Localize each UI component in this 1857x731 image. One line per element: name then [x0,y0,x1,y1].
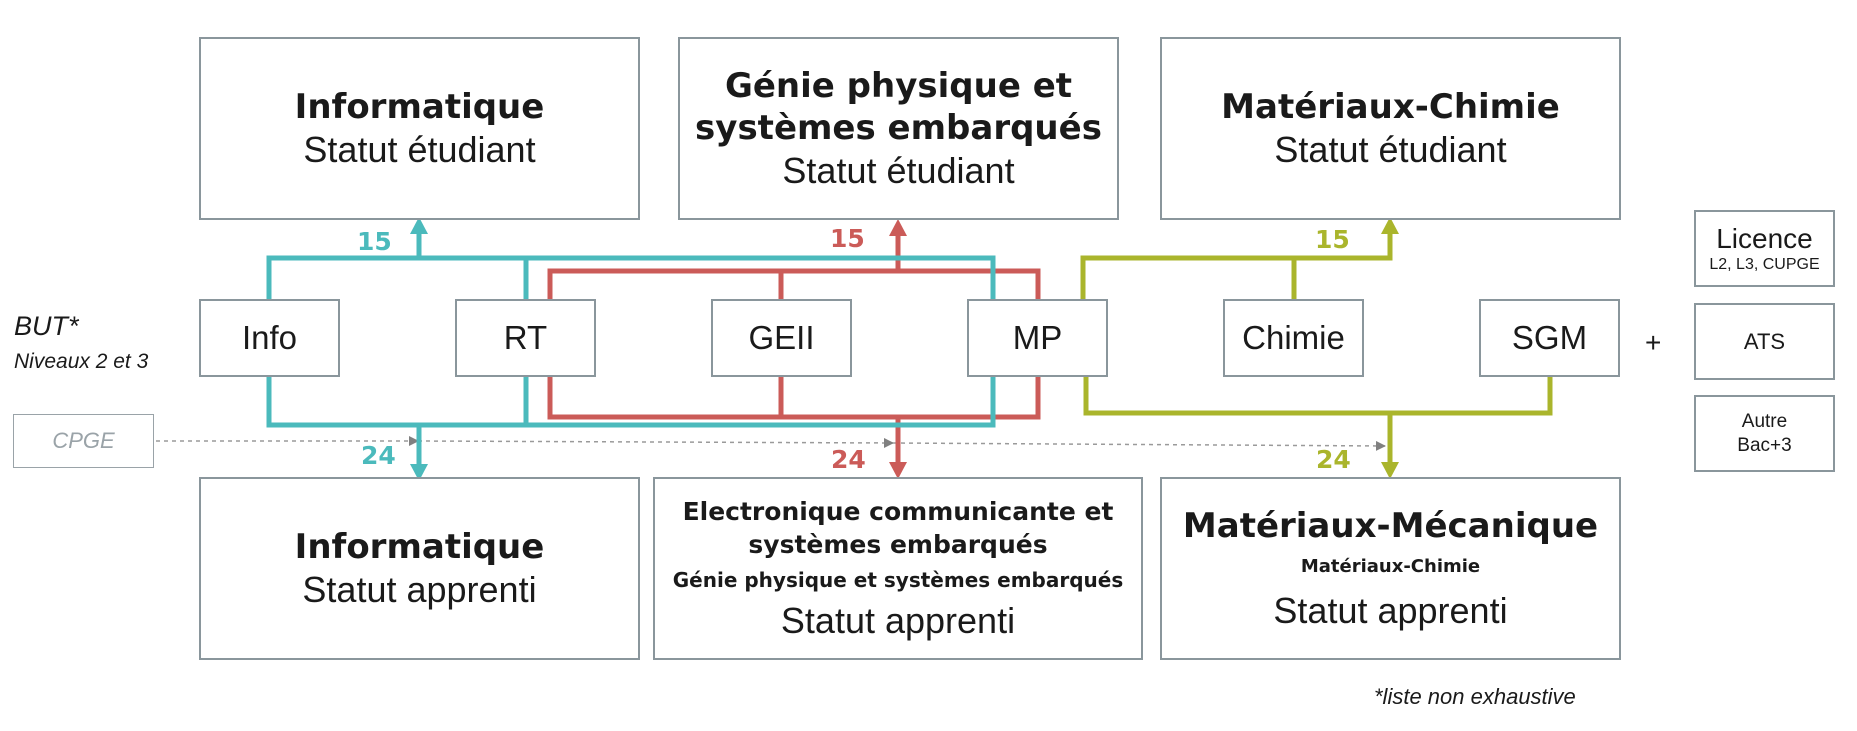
top-materiaux-title: Matériaux-Chimie [1221,86,1560,127]
licence-label: Licence [1716,222,1813,254]
bottom-electronique-statut: Statut apprenti [780,599,1016,641]
olive-arrow-down [1381,462,1399,479]
bottom-materiaux-subtitle: Matériaux-Chimie [1300,555,1481,577]
top-box-materiaux-chimie: Matériaux-Chimie Statut étudiant [1160,37,1621,220]
count-teal-bottom: 24 [361,441,396,470]
autre-label-line1: Autre [1741,410,1788,432]
bottom-materiaux-title: Matériaux-Mécanique [1182,505,1599,546]
bottom-materiaux-statut: Statut apprenti [1273,589,1508,631]
cpge-box: CPGE [13,414,154,468]
top-genie-title-line2: systèmes embarqués [695,107,1102,148]
count-olive-top: 15 [1315,225,1350,254]
top-box-genie-physique: Génie physique et systèmes embarqués Sta… [678,37,1119,220]
red-arrow-up [889,219,907,236]
red-network [547,232,1041,466]
bottom-informatique-statut: Statut apprenti [302,568,537,610]
olive-network [1080,230,1553,466]
ats-label: ATS [1743,328,1786,354]
top-box-informatique: Informatique Statut étudiant [199,37,640,220]
top-materiaux-statut: Statut étudiant [1274,128,1507,170]
top-genie-title-line1: Génie physique et [724,65,1073,106]
count-olive-bottom: 24 [1316,445,1351,474]
but-sublabel: Niveaux 2 et 3 [14,350,149,373]
side-box-licence: Licence L2, L3, CUPGE [1694,210,1835,287]
but-box-chimie: Chimie [1223,299,1364,377]
autre-label-line2: Bac+3 [1737,434,1792,456]
count-teal-top: 15 [357,227,392,256]
bottom-informatique-title: Informatique [294,526,545,567]
but-box-info: Info [199,299,340,377]
but-box-sgm: SGM [1479,299,1620,377]
plus-sign: + [1645,327,1662,358]
bottom-box-electronique: Electronique communicante et systèmes em… [653,477,1143,660]
but-box-rt: RT [455,299,596,377]
bottom-box-informatique: Informatique Statut apprenti [199,477,640,660]
red-arrow-down [889,462,907,479]
teal-arrow-up [410,217,428,234]
olive-arrow-up [1381,217,1399,234]
teal-arrow-down [410,464,428,481]
bottom-electronique-title-line2: systèmes embarqués [748,529,1048,559]
teal-network [266,230,996,468]
bottom-electronique-subtitle: Génie physique et systèmes embarqués [672,567,1124,592]
count-red-bottom: 24 [831,445,866,474]
but-box-mp: MP [967,299,1108,377]
bottom-box-materiaux-mecanique: Matériaux-Mécanique Matériaux-Chimie Sta… [1160,477,1621,660]
count-red-top: 15 [830,224,865,253]
side-box-ats: ATS [1694,303,1835,380]
cpge-dashed-arrows [156,436,1386,451]
footnote: *liste non exhaustive [1374,684,1576,709]
side-box-autre: Autre Bac+3 [1694,395,1835,472]
top-informatique-title: Informatique [294,86,545,127]
top-informatique-statut: Statut étudiant [303,128,536,170]
but-label: BUT* [14,311,79,341]
licence-sublabel: L2, L3, CUPGE [1709,255,1820,273]
bottom-electronique-title-line1: Electronique communicante et [682,496,1114,526]
top-genie-statut: Statut étudiant [782,149,1015,191]
but-box-geii: GEII [711,299,852,377]
